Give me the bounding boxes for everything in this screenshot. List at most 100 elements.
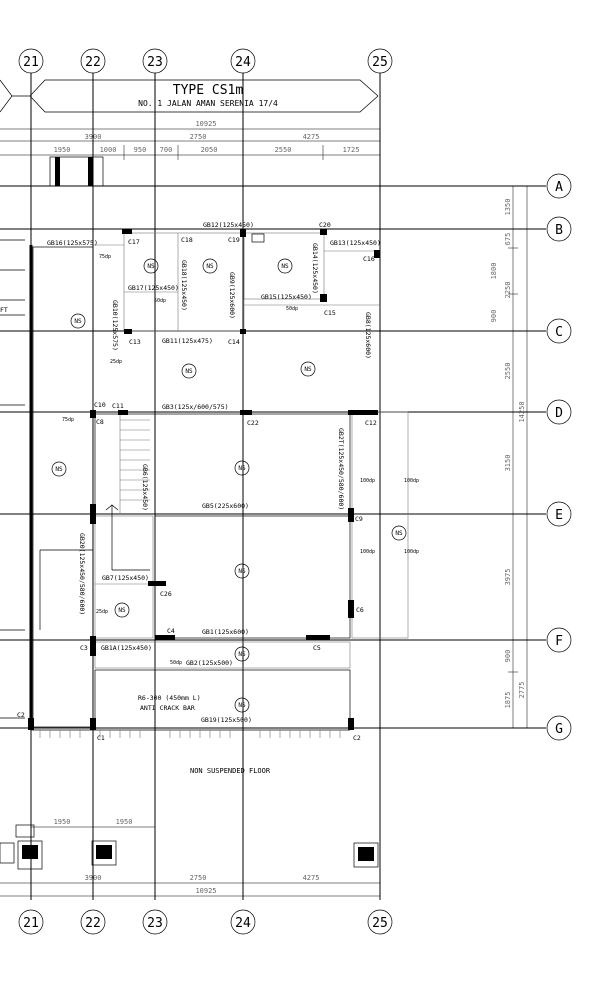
col-label-c3: C3: [80, 644, 88, 652]
grid-bubble-23-bottom: [142, 909, 168, 935]
beam-label-gb5: GB5(225x600): [202, 502, 249, 510]
notes: R6-300 (450mm L) ANTI CRACK BAR NON SUSP…: [0, 306, 271, 775]
grid-label-23-bottom: 23: [147, 916, 163, 931]
col-label-c2-left: C2: [17, 711, 25, 719]
dim-bay-2-top: 2750: [190, 133, 207, 141]
title-address: NO. 1 JALAN AMAN SERENIA 17/4: [138, 99, 278, 108]
beam-label-gb2: GB2(125x500): [186, 659, 233, 667]
beam-label-gb1a: GB1A(125x450): [101, 644, 152, 652]
drop-label-6: 100dp: [360, 478, 375, 484]
slab-tag-1: NS: [74, 318, 82, 325]
col-label-c17: C17: [128, 238, 140, 246]
grid-label-22-top: 22: [85, 55, 101, 70]
dim-bay-3-top: 4275: [303, 133, 320, 141]
beam-label-gb15: GB15(125x450): [261, 293, 312, 301]
grid-bubble-21-bottom: [18, 909, 44, 935]
beam-label-gb2t: GB2T(125x450/580/600): [337, 428, 345, 510]
note-floor: NON SUSPENDED FLOOR: [190, 767, 271, 775]
beam-label-gb13: GB13(125x450): [330, 239, 381, 247]
beam-label-gb16: GB16(125x575): [47, 239, 98, 247]
dim-sub-6: 2550: [275, 146, 292, 154]
grid-label-25-top: 25: [372, 55, 388, 70]
slab-tag-7: NS: [55, 466, 63, 473]
note-ft: FT: [0, 306, 8, 314]
col-label-c15: C15: [324, 309, 336, 317]
grid-label-e: E: [555, 508, 563, 523]
dim-sub-2: 1000: [100, 146, 117, 154]
drop-label-1: 75dp: [99, 254, 111, 260]
top-grid-bubbles: 21 22 23 24 25: [18, 48, 393, 74]
bottom-dimensions: 1950 1950 3900 2750 4275 10925: [0, 818, 380, 897]
drop-label-9: 100dp: [404, 549, 419, 555]
dim-sub-7: 1725: [343, 146, 360, 154]
grid-bubble-g: [546, 715, 572, 741]
slab-tag-13: NS: [238, 702, 246, 709]
grid-bubble-d: [546, 399, 572, 425]
dim-row-7: 3150: [504, 455, 512, 472]
grid-label-24-top: 24: [235, 55, 251, 70]
col-label-c2-right: C2: [353, 734, 361, 742]
slab-tag-8: NS: [238, 465, 246, 472]
drop-label-3: 50dp: [286, 306, 298, 312]
note-bar-2: ANTI CRACK BAR: [140, 704, 195, 712]
col-label-c4: C4: [167, 627, 175, 635]
col-label-c16: C16: [363, 255, 375, 263]
col-label-c5: C5: [313, 644, 321, 652]
drop-label-5: 75dp: [62, 417, 74, 423]
grid-label-g: G: [555, 722, 563, 737]
top-dimensions: 10925 3900 2750 4275 1950 1000 950 700 2…: [0, 120, 381, 160]
dim-row-1: 1350: [504, 199, 512, 216]
title-banner: TYPE CS1m NO. 1 JALAN AMAN SERENIA 17/4: [0, 79, 379, 113]
beam-label-gb8: GB8(125x600): [364, 312, 372, 359]
beam-label-gb14: GB14(125x450): [311, 243, 319, 294]
grid-label-d: D: [555, 406, 563, 421]
beam-label-gb6: GB6(125x450): [141, 464, 149, 511]
dim-sub-4: 700: [160, 146, 173, 154]
slab-tag-10: NS: [238, 568, 246, 575]
note-bar-1: R6-300 (450mm L): [138, 694, 201, 702]
col-label-c20: C20: [319, 221, 331, 229]
grid-label-22-bottom: 22: [85, 916, 101, 931]
col-label-c11: C11: [112, 402, 124, 410]
drop-labels: 75dp 50dp 50dp 25dp 75dp 100dp 100dp 100…: [62, 254, 419, 666]
dim-total-right: 14250: [518, 401, 526, 422]
grid-label-b: B: [555, 223, 563, 238]
dim-row-8: 3975: [504, 569, 512, 586]
col-label-c26: C26: [160, 590, 172, 598]
drop-label-7: 100dp: [404, 478, 419, 484]
beam-label-gb18: GB18(125x450): [180, 260, 188, 311]
slab-tag-2: NS: [147, 263, 155, 270]
dim-bay-3-bottom: 4275: [303, 874, 320, 882]
grid-bubble-b: [546, 216, 572, 242]
col-label-c22: C22: [247, 419, 259, 427]
beam-label-gb9: GB9(125x600): [228, 272, 236, 319]
col-label-c13: C13: [129, 338, 141, 346]
beam-label-gb12: GB12(125x450): [203, 221, 254, 229]
dim-row-9: 900: [504, 650, 512, 663]
beam-label-gb19: GB19(125x500): [201, 716, 252, 724]
dim-bottom-sub-2: 1950: [116, 818, 133, 826]
beam-label-gb20: GB20(125x450/580/600): [78, 533, 86, 615]
col-label-c10: C10: [94, 401, 106, 409]
dim-total-right-2: 2775: [518, 682, 526, 699]
right-dimensions: 1350 675 1800 2250 900 2550 3150 3975 90…: [490, 185, 532, 729]
col-label-c9: C9: [355, 515, 363, 523]
col-label-c19: C19: [228, 236, 240, 244]
dim-sub-5: 2050: [201, 146, 218, 154]
beam-label-gb10: GB10(125x575): [111, 300, 119, 351]
slab-tag-11: NS: [118, 607, 126, 614]
beam-label-gb11: GB11(125x475): [162, 337, 213, 345]
grid-bubble-e: [546, 501, 572, 527]
bottom-grid-bubbles: 21 22 23 24 25: [18, 909, 393, 935]
slab-tag-6: NS: [304, 366, 312, 373]
slab-tags: NS NS NS NS NS NS NS NS NS NS NS NS NS: [51, 258, 407, 713]
beam-labels: GB12(125x450) GB16(125x575) GB13(125x450…: [47, 221, 381, 724]
col-label-c6: C6: [356, 606, 364, 614]
beam-label-gb3: GB3(125x/600/575): [162, 403, 229, 411]
beam-label-gb17: GB17(125x450): [128, 284, 179, 292]
dim-row-10: 1875: [504, 692, 512, 709]
drop-label-8: 100dp: [360, 549, 375, 555]
dim-bottom-sub-1: 1950: [54, 818, 71, 826]
drop-label-4: 25dp: [110, 359, 122, 365]
